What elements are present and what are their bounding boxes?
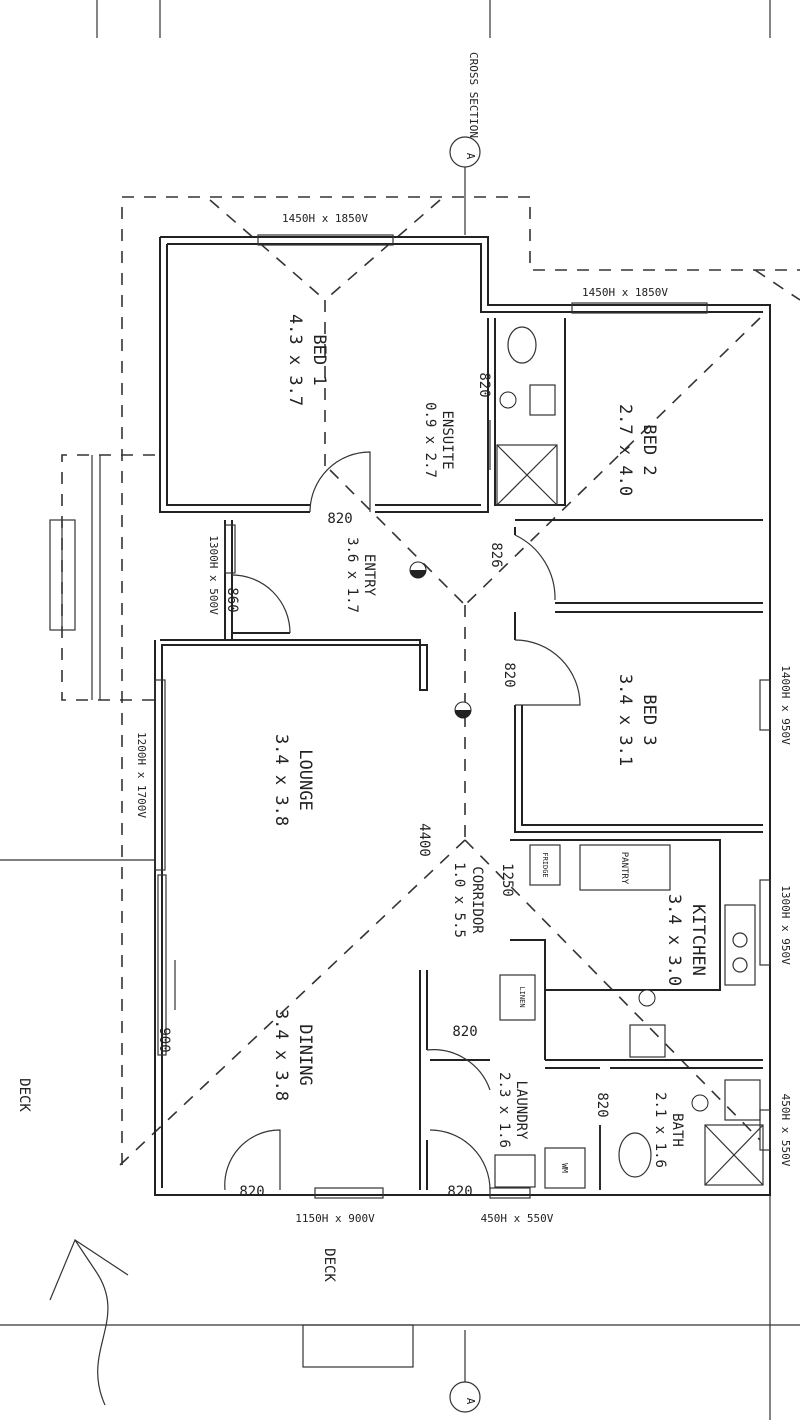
north-arrow-icon: [49, 1238, 129, 1406]
svg-text:DECK: DECK: [16, 1078, 32, 1112]
light-icons: [409, 391, 709, 1112]
svg-text:820: 820: [239, 1184, 264, 1200]
window-labels: 1450H x 1850V 1450H x 1850V 1300H x 500V…: [135, 212, 792, 1225]
svg-text:1.0 x 5.5: 1.0 x 5.5: [451, 862, 467, 938]
svg-text:BED 3: BED 3: [639, 694, 659, 745]
porch: [49, 454, 155, 701]
svg-text:3.4 x 3.1: 3.4 x 3.1: [615, 674, 635, 766]
svg-text:BED 1: BED 1: [309, 334, 329, 385]
svg-text:820: 820: [501, 662, 517, 687]
svg-text:A: A: [464, 153, 477, 160]
svg-text:820: 820: [452, 1024, 477, 1040]
ceiling-lines: [119, 199, 761, 1166]
section-marker-top: A CROSS SECTION: [449, 52, 481, 235]
svg-text:900: 900: [156, 1027, 172, 1052]
svg-text:WM: WM: [560, 1163, 569, 1173]
svg-text:DINING: DINING: [295, 1024, 315, 1085]
svg-text:1150H x 900V: 1150H x 900V: [295, 1212, 375, 1225]
svg-text:CROSS SECTION: CROSS SECTION: [467, 52, 480, 138]
svg-text:820: 820: [594, 1092, 610, 1117]
svg-text:820: 820: [447, 1184, 472, 1200]
svg-text:3.4 x 3.8: 3.4 x 3.8: [271, 734, 291, 826]
svg-text:KITCHEN: KITCHEN: [688, 904, 708, 976]
svg-text:450H x 550V: 450H x 550V: [779, 1094, 792, 1167]
svg-text:LINEN: LINEN: [518, 986, 526, 1007]
svg-text:826: 826: [488, 542, 504, 567]
svg-text:4.3 x 3.7: 4.3 x 3.7: [285, 314, 305, 406]
fixture-labels: PANTRY FRIDGE LINEN WM: [518, 852, 629, 1173]
svg-text:1300H x 950V: 1300H x 950V: [779, 885, 792, 965]
svg-text:2.3 x 1.6: 2.3 x 1.6: [496, 1072, 512, 1148]
svg-text:1250: 1250: [499, 863, 515, 897]
svg-text:4400: 4400: [416, 823, 432, 857]
doors: [174, 420, 601, 1191]
svg-text:ENSUITE: ENSUITE: [439, 410, 455, 469]
window-marks: [154, 234, 771, 1199]
svg-text:1200H x 1700V: 1200H x 1700V: [135, 732, 148, 818]
door-labels: 820 826 820 820 860 820 820 820 820 900 …: [156, 372, 610, 1200]
svg-text:LAUNDRY: LAUNDRY: [513, 1080, 529, 1140]
rear-steps: [302, 1324, 414, 1368]
svg-text:820: 820: [327, 511, 352, 527]
svg-text:PANTRY: PANTRY: [619, 852, 629, 885]
svg-text:ENTRY: ENTRY: [361, 554, 377, 597]
svg-text:450H x 550V: 450H x 550V: [481, 1212, 554, 1225]
svg-text:1450H x 1850V: 1450H x 1850V: [282, 212, 368, 225]
svg-text:A: A: [464, 1398, 477, 1405]
svg-text:2.1 x 1.6: 2.1 x 1.6: [652, 1092, 668, 1168]
svg-text:1300H x 500V: 1300H x 500V: [207, 535, 220, 615]
svg-text:820: 820: [476, 372, 492, 397]
svg-text:1400H x 950V: 1400H x 950V: [779, 665, 792, 745]
svg-text:2.7 x 4.0: 2.7 x 4.0: [615, 404, 635, 496]
svg-text:DECK: DECK: [321, 1248, 337, 1282]
deck-labels: DECK DECK: [16, 1078, 337, 1282]
svg-text:860: 860: [224, 587, 240, 612]
room-labels: BED 1 4.3 x 3.7 ENSUITE 0.9 x 2.7 BED 2 …: [271, 314, 708, 1168]
svg-text:CORRIDOR: CORRIDOR: [469, 866, 485, 934]
svg-text:3.4 x 3.0: 3.4 x 3.0: [664, 894, 684, 986]
roof-line: [121, 196, 800, 1165]
svg-text:BED 2: BED 2: [639, 424, 659, 475]
svg-text:3.6 x 1.7: 3.6 x 1.7: [344, 537, 360, 613]
svg-text:1450H x 1850V: 1450H x 1850V: [582, 286, 668, 299]
svg-text:3.4 x 3.8: 3.4 x 3.8: [271, 1009, 291, 1101]
section-marker-bottom: A: [449, 1330, 481, 1413]
svg-text:FRIDGE: FRIDGE: [541, 852, 549, 877]
svg-text:0.9 x 2.7: 0.9 x 2.7: [422, 402, 438, 478]
walls: [154, 236, 771, 1196]
fixtures: [494, 326, 764, 1189]
svg-text:BATH: BATH: [669, 1113, 685, 1147]
svg-text:LOUNGE: LOUNGE: [295, 749, 315, 810]
